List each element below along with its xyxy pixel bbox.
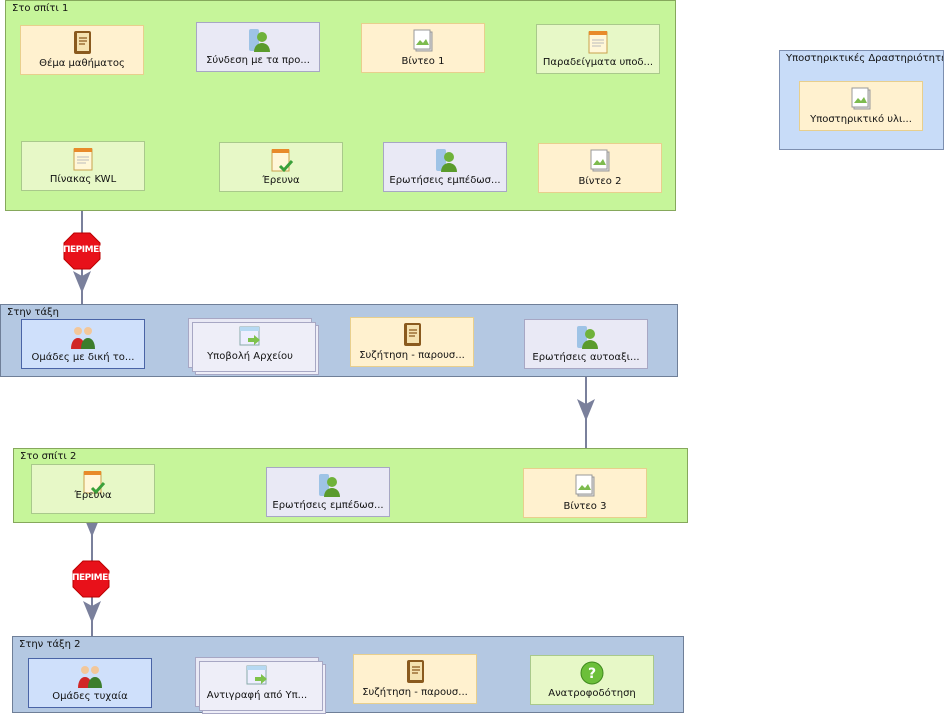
arrowhead: [83, 601, 101, 623]
node-research1[interactable]: Έρευνα: [219, 142, 343, 192]
node-groups-own[interactable]: Ομάδες με δική το...: [21, 319, 145, 369]
stop-octagon-icon: [63, 232, 101, 270]
stop-sign-2: ΠΕΡΙΜΕΝΕ: [72, 560, 110, 598]
node-link-prior[interactable]: Σύνδεση με τα προ...: [196, 22, 320, 72]
user-notebook-icon: [436, 149, 457, 172]
user-notebook-icon: [577, 326, 598, 349]
node-support-material[interactable]: Υποστηρικτικό υλι...: [799, 81, 923, 131]
group-icon: [78, 666, 102, 688]
arrowhead: [73, 271, 91, 293]
group-title: Υποστηρικτικές Δραστηριότητες: [786, 53, 944, 64]
arrowhead: [577, 399, 595, 421]
node-self-eval[interactable]: Ερωτήσεις αυτοαξι...: [524, 319, 648, 369]
group-title: Στην τάξη: [7, 307, 59, 318]
node-copy-from[interactable]: Αντιγραφή από Υπ...: [195, 657, 326, 714]
image-file-icon: [851, 87, 871, 110]
upload-file-icon: [239, 326, 260, 346]
stop-sign-1: ΠΕΡΙΜΕΝΕ: [63, 232, 101, 270]
node-feedback[interactable]: ? Ανατροφοδότηση: [530, 655, 654, 705]
upload-file-icon: [246, 665, 267, 685]
image-file-icon: [590, 149, 610, 172]
user-notebook-icon: [249, 29, 270, 52]
node-discussion-2[interactable]: Συζήτηση - παρουσ...: [353, 654, 477, 704]
checklist-icon: [83, 471, 106, 495]
node-discussion-1[interactable]: Συζήτηση - παρουσ...: [350, 317, 474, 367]
node-video1[interactable]: Βίντεο 1: [361, 23, 485, 73]
node-topic[interactable]: Θέμα μαθήματος: [20, 25, 144, 75]
group-title: Στο σπίτι 2: [20, 451, 77, 462]
stop-octagon-icon: [72, 560, 110, 598]
node-kwl[interactable]: Πίνακας KWL: [21, 141, 145, 191]
group-title: Στο σπίτι 1: [12, 3, 69, 14]
notebook-icon: [404, 323, 421, 346]
notepad-icon: [73, 148, 93, 171]
node-examples[interactable]: Παραδείγματα υποδ...: [536, 24, 660, 74]
node-research2[interactable]: Έρευνα: [31, 464, 155, 514]
node-questions-embed-2[interactable]: Ερωτήσεις εμπέδωσ...: [266, 467, 390, 517]
notepad-icon: [588, 31, 608, 54]
group-title: Στην τάξη 2: [19, 639, 81, 650]
svg-text:?: ?: [588, 666, 596, 682]
node-file-submit[interactable]: Υποβολή Αρχείου: [188, 318, 319, 375]
node-questions-embed-1[interactable]: Ερωτήσεις εμπέδωσ...: [383, 142, 507, 192]
image-file-icon: [413, 29, 433, 52]
notebook-icon: [74, 31, 91, 54]
question-icon: ?: [580, 661, 604, 685]
node-groups-random[interactable]: Ομάδες τυχαία: [28, 658, 152, 708]
user-notebook-icon: [319, 474, 340, 497]
notebook-icon: [407, 660, 424, 683]
group-icon: [71, 327, 95, 349]
node-video3[interactable]: Βίντεο 3: [523, 468, 647, 518]
image-file-icon: [575, 474, 595, 497]
node-video2[interactable]: Βίντεο 2: [538, 143, 662, 193]
checklist-icon: [271, 149, 294, 173]
